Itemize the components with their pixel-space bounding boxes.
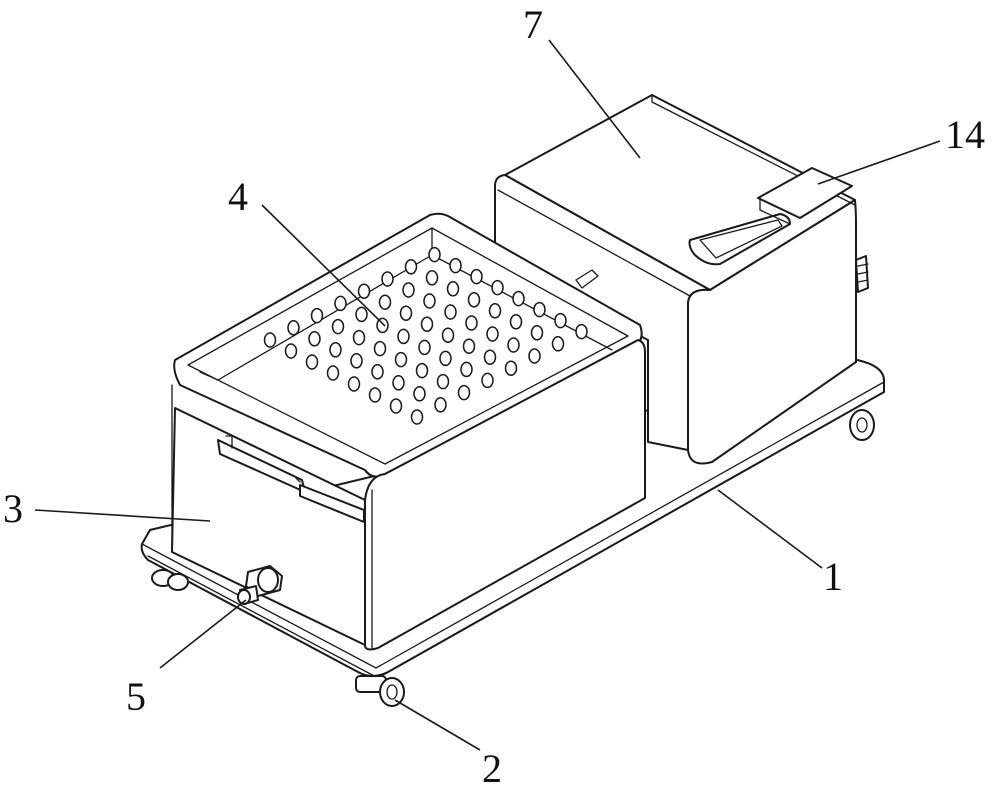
drawer-box [171, 212, 646, 651]
tray-hole [512, 290, 525, 307]
tray-hole [331, 318, 345, 335]
tray-hole [554, 312, 567, 329]
drain-valve [237, 565, 283, 605]
leader-4 [261, 204, 386, 327]
tray-hole [444, 304, 457, 320]
tray-hole [428, 246, 441, 263]
tray-hole [504, 360, 518, 376]
tray-hole [355, 306, 368, 323]
tray-hole [533, 301, 546, 318]
tray-hole [488, 303, 502, 319]
wheel-right [849, 409, 875, 441]
tray-hole [284, 343, 298, 359]
tray-hole [420, 316, 434, 332]
tray-hole [457, 384, 471, 401]
tray-hole [347, 376, 361, 392]
tray-hole [423, 293, 436, 309]
tray-hole [436, 373, 450, 390]
tray-hole [263, 332, 277, 348]
tray-hole [357, 283, 371, 299]
tray-hole [491, 279, 504, 296]
tray-hole [465, 315, 478, 331]
tray-hole [470, 268, 483, 285]
wheel-front [355, 675, 405, 707]
leader-5 [159, 599, 247, 669]
tray-hole [486, 326, 499, 342]
tray-hole [413, 386, 426, 402]
callout-14: 14 [945, 112, 985, 157]
leader-14 [817, 140, 941, 185]
tray-hole [410, 409, 424, 425]
tray-hole [402, 282, 415, 298]
tray-hole [326, 365, 340, 381]
tray-hole [483, 349, 497, 365]
leader-1 [717, 489, 823, 569]
tray-hole [371, 364, 384, 380]
tray-hole [509, 314, 523, 330]
tray-hole [507, 337, 520, 353]
tray-hole [397, 328, 410, 345]
callout-1: 1 [823, 554, 843, 599]
tray-hole [308, 331, 321, 347]
tray-hole [467, 292, 481, 308]
tray-hole [449, 257, 462, 274]
tray-hole [446, 281, 460, 297]
tray-hole [394, 351, 408, 368]
tray-hole [399, 305, 413, 321]
tray-hole [381, 271, 394, 287]
tray-hole [418, 339, 431, 356]
tray-hole [392, 375, 405, 391]
wheel-left [151, 569, 189, 591]
callouts: 7 14 4 3 1 5 2 [3, 2, 985, 791]
leader-lines [34, 39, 941, 751]
tray-hole [575, 323, 588, 340]
callout-2: 2 [482, 746, 502, 791]
callout-5: 5 [126, 674, 146, 719]
tray-hole [530, 325, 544, 341]
tray-hole [329, 342, 342, 358]
leader-7 [548, 39, 641, 159]
callout-3: 3 [3, 486, 23, 531]
tray-hole [462, 338, 476, 354]
tray-hole [334, 295, 347, 312]
tray-hole [368, 387, 382, 403]
tray-hole [305, 354, 319, 370]
callout-4: 4 [228, 174, 248, 219]
tray-hole [352, 329, 366, 346]
tray-hole [439, 350, 452, 367]
wheels [151, 409, 875, 707]
tray-hole [481, 372, 494, 389]
callout-7: 7 [523, 2, 543, 47]
tray-hole [528, 348, 541, 364]
perforated-tray [263, 246, 588, 425]
leader-2 [394, 699, 481, 751]
tray-hole [441, 327, 455, 343]
tray-hole [373, 340, 387, 357]
tray-hole [287, 320, 300, 336]
tray-hole [310, 307, 324, 324]
tray-hole [404, 259, 418, 275]
tray-hole [460, 361, 473, 378]
leader-3 [34, 509, 211, 522]
tray-hole [425, 270, 439, 286]
tray-hole [378, 294, 392, 310]
tray-hole [434, 397, 447, 413]
tray-hole [551, 336, 565, 352]
tray-hole [415, 362, 429, 379]
tray-hole [389, 398, 403, 414]
tray-hole [350, 353, 363, 369]
